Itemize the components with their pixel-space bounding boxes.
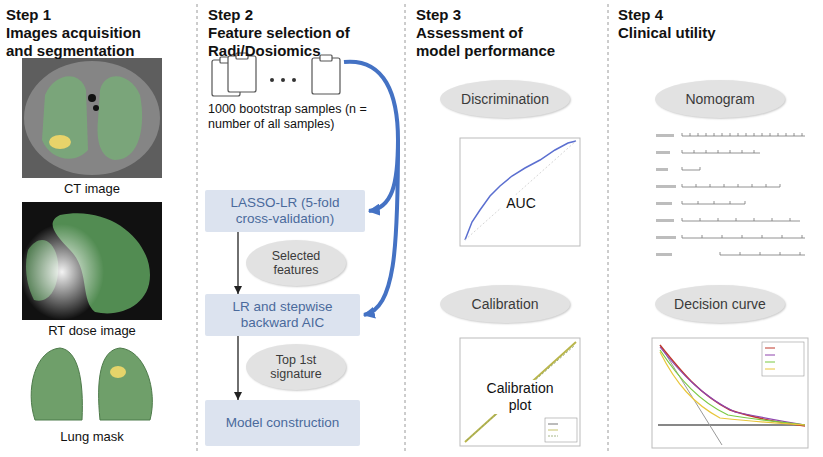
step-title: Clinical utility [618,24,808,42]
node-text: Calibration [472,296,539,312]
bootstrap-icons [212,53,340,96]
step-number: Step 3 [416,6,596,24]
step-title: Feature selection of Radi/Dosiomics [208,24,393,60]
metric-oval: Discrimination [440,80,570,118]
metric-oval: Decision curve [655,285,785,323]
image-caption: CT image [22,181,162,197]
flow-arrow [237,232,238,294]
process-box: LR and stepwise backward AIC [205,294,360,336]
node-text: Selected features [256,249,336,278]
decision-curve-plot [652,338,808,448]
ellipsis-dots [270,78,296,82]
step-title: Assessment of model performance [416,24,566,60]
lung-mask-image [31,348,152,420]
step-number: Step 1 [6,6,186,24]
metric-oval: Calibration [440,285,570,323]
result-oval: Selected features [246,240,346,286]
metric-oval: Nomogram [655,80,785,118]
nomogram-plot [682,133,805,255]
bootstrap-arrows [344,62,398,315]
roc-plot [460,138,580,246]
process-box: Model construction [205,400,360,446]
flow-arrow [237,336,238,400]
sample-note: 1000 bootstrap samples (n = number of al… [208,102,378,132]
step-number: Step 2 [208,6,393,24]
process-box: LASSO-LR (5-fold cross-validation) [205,190,365,232]
image-caption: Lung mask [22,429,162,445]
node-text: Discrimination [461,91,549,107]
ct-image [22,58,162,178]
node-text: Model construction [226,415,339,431]
plot-label: AUC [501,195,541,212]
node-text: Nomogram [685,91,754,107]
image-caption: RT dose image [22,323,162,339]
node-text: LR and stepwise backward AIC [213,299,352,330]
calibration-plot [460,338,580,446]
plot-label: Calibration plot [478,380,562,414]
step-number: Step 4 [618,6,808,24]
node-text: Decision curve [674,296,766,312]
step-title: Images acquisition and segmentation [6,24,156,60]
node-text: LASSO-LR (5-fold cross-validation) [213,195,357,226]
result-oval: Top 1st signature [246,344,346,390]
nomogram-row-marks [656,134,676,256]
column-separators [197,4,608,452]
node-text: Top 1st signature [256,353,336,382]
rt-dose-image [20,202,162,320]
